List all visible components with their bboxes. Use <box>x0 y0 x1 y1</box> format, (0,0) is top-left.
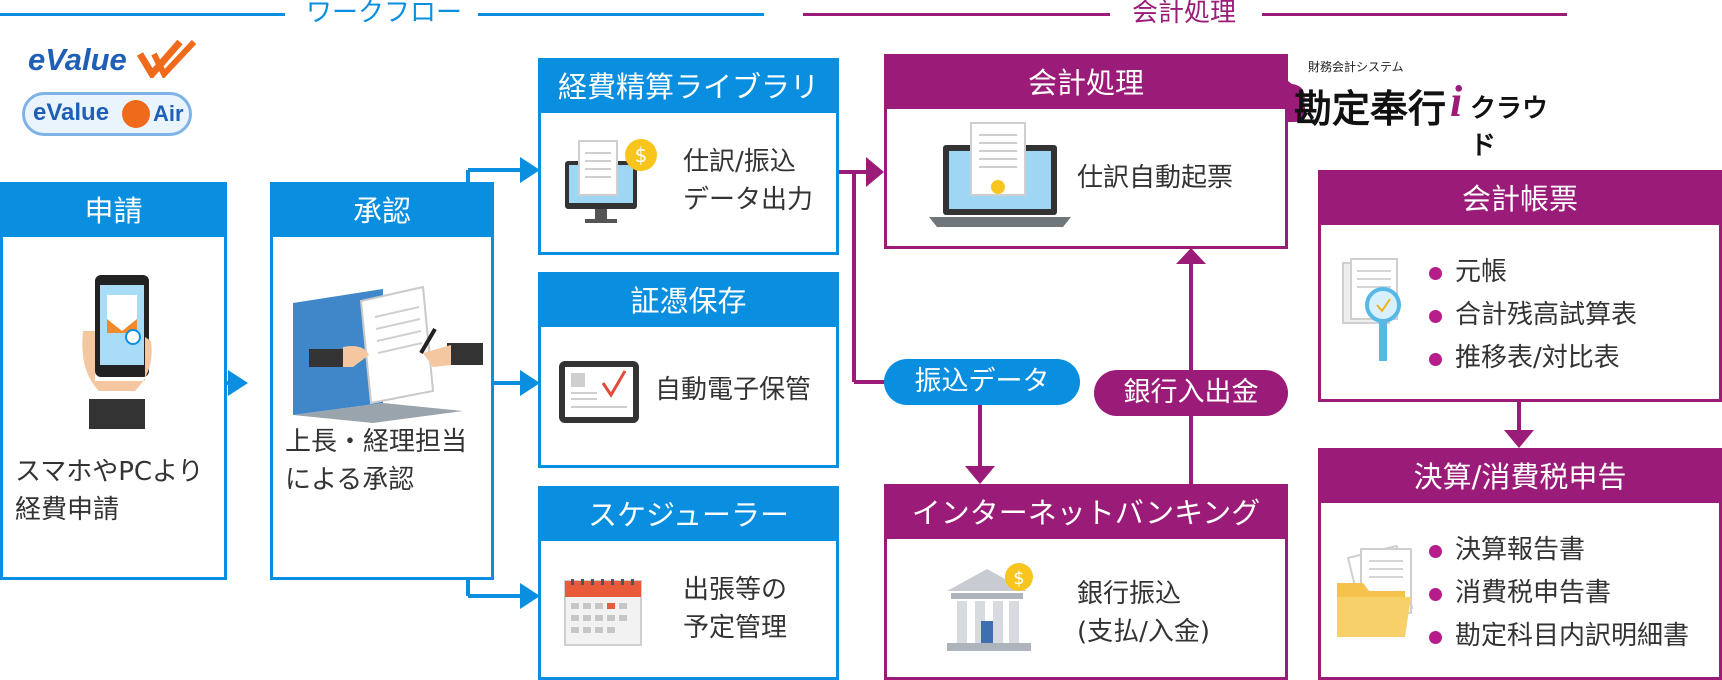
svg-text:$: $ <box>1013 568 1024 589</box>
bugyo-suffix: クラウド <box>1470 94 1549 161</box>
workflow-divider-left <box>0 13 285 16</box>
accounting-journal-header: 会計処理 <box>887 57 1285 109</box>
internet-banking-header: インターネットバンキング <box>887 487 1285 539</box>
closing-item: 消費税申告書 <box>1429 572 1689 615</box>
step-apply-header: 申請 <box>3 185 224 237</box>
evidence-tablet-icon <box>559 361 639 423</box>
closing-item: 決算報告書 <box>1429 529 1689 572</box>
module-evidence-line1: 自動電子保管 <box>655 375 812 405</box>
checkmark-logo-icon <box>136 40 197 78</box>
evalue-logo-text: eValue <box>28 42 127 77</box>
internet-banking-box: インターネットバンキング $ 銀行振込 (支払/入金) <box>884 484 1288 680</box>
step-approve-line2: による承認 <box>285 465 415 495</box>
transfer-data-pill: 振込データ <box>884 359 1080 405</box>
module-evidence-header: 証憑保存 <box>541 275 836 327</box>
smartphone-hand-icon <box>82 275 152 429</box>
accounting-divider-left <box>803 13 1110 16</box>
bugyo-caption: 財務会計システム <box>1308 60 1404 74</box>
ledger-reports-header: 会計帳票 <box>1321 173 1719 225</box>
document-magnifier-icon <box>1342 258 1401 361</box>
module-evidence-box: 証憑保存 自動電子保管 <box>538 272 839 468</box>
step-approve-header: 承認 <box>273 185 491 237</box>
ledger-reports-box: 会計帳票 元帳 合計残高試算表 推移表/対比表 <box>1318 170 1722 402</box>
calendar-icon <box>564 579 642 646</box>
workflow-divider-right <box>478 13 764 16</box>
folder-documents-icon <box>1337 545 1414 637</box>
module-expense-line1: 仕訳/振込 <box>683 147 796 177</box>
step-apply-line1: スマホやPCより <box>15 457 204 487</box>
internet-banking-line1: 銀行振込 <box>1077 579 1182 609</box>
module-schedule-header: スケジューラー <box>541 489 836 541</box>
section-title-workflow: ワークフロー <box>306 0 463 28</box>
closing-tax-header: 決算/消費税申告 <box>1321 451 1719 503</box>
svg-text:$: $ <box>635 143 648 167</box>
bugyo-name: 勘定奉行 <box>1294 87 1447 131</box>
step-approve-line1: 上長・経理担当 <box>285 427 468 457</box>
closing-tax-list: 決算報告書 消費税申告書 勘定科目内訳明細書 <box>1429 529 1689 658</box>
air-badge <box>122 100 150 128</box>
ledger-reports-list: 元帳 合計残高試算表 推移表/対比表 <box>1429 251 1637 380</box>
bank-building-icon: $ <box>947 563 1033 651</box>
accounting-journal-box: 会計処理 仕訳自動起票 <box>884 54 1288 249</box>
bugyo-i-mark: i <box>1450 77 1463 126</box>
ledger-item: 合計残高試算表 <box>1429 294 1637 337</box>
air-logo-suffix: Air <box>153 101 184 126</box>
step-apply-line2: 経費申請 <box>15 495 120 525</box>
step-approve-box: 承認 上長・経理担当 による承認 <box>270 182 494 580</box>
ledger-item: 元帳 <box>1429 251 1637 294</box>
closing-item: 勘定科目内訳明細書 <box>1429 615 1689 658</box>
accounting-journal-text: 仕訳自動起票 <box>1077 163 1234 193</box>
ledger-item: 推移表/対比表 <box>1429 337 1637 380</box>
expense-monitor-icon: $ <box>565 139 657 223</box>
approval-laptop-icon <box>293 285 483 423</box>
bank-transactions-pill: 銀行入出金 <box>1094 370 1288 416</box>
module-schedule-line1: 出張等の <box>683 575 788 605</box>
closing-tax-box: 決算/消費税申告 決算報告書 消費税申告書 勘定科目内訳明細書 <box>1318 448 1722 680</box>
accounting-divider-right <box>1262 13 1567 16</box>
module-schedule-box: スケジューラー 出張等の 予定管理 <box>538 486 839 680</box>
module-schedule-line2: 予定管理 <box>683 613 788 643</box>
internet-banking-line2: (支払/入金) <box>1077 617 1211 647</box>
evalue-air-logo-text: eValue <box>33 99 110 126</box>
module-expense-line2: データ出力 <box>683 185 814 215</box>
module-expense-header: 経費精算ライブラリ <box>541 61 836 113</box>
evalue-logo: eValue <box>28 38 197 82</box>
module-expense-box: 経費精算ライブラリ $ 仕訳/振込 データ出力 <box>538 58 839 255</box>
step-apply-box: 申請 スマホやPCより 経費申請 <box>0 182 227 580</box>
laptop-document-icon <box>929 122 1071 227</box>
section-title-accounting: 会計処理 <box>1132 0 1237 28</box>
evalue-air-logo: eValue Air <box>22 92 192 136</box>
